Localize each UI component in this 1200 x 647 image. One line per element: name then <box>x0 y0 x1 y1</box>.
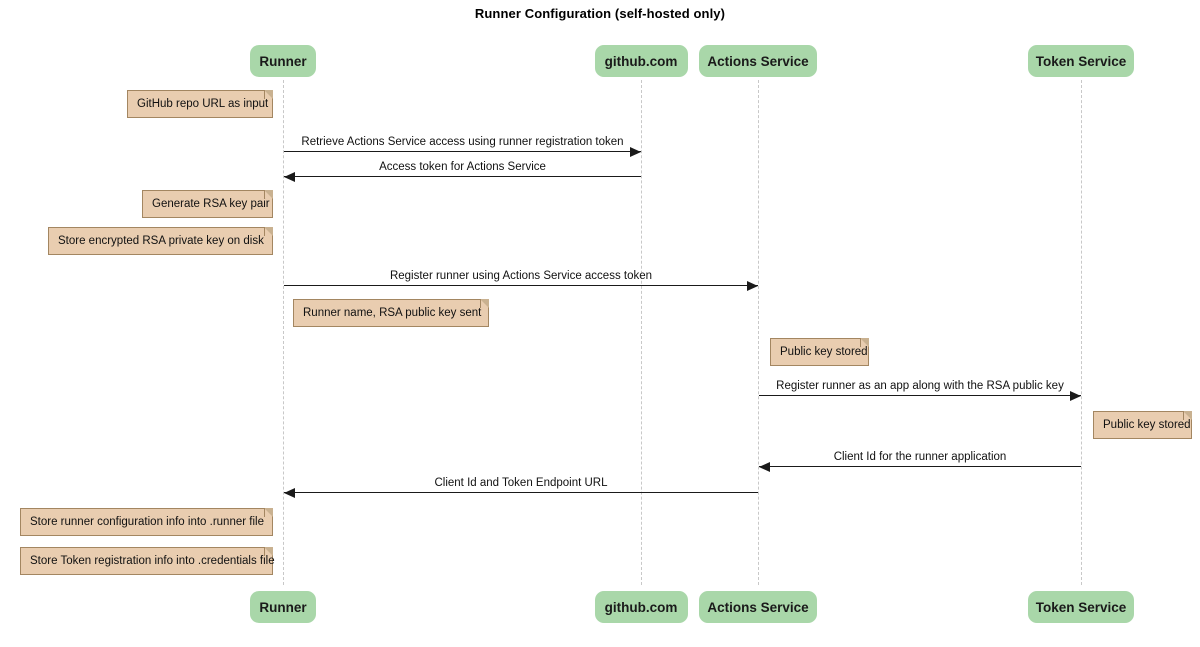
note-github-repo-url[interactable]: GitHub repo URL as input <box>127 90 273 118</box>
participant-actions-bottom[interactable]: Actions Service <box>699 591 817 623</box>
message-line <box>284 492 758 493</box>
participant-label: Runner <box>259 54 307 69</box>
note-fold-edge <box>264 190 273 199</box>
participant-label: github.com <box>604 54 678 69</box>
note-runner-name-pubkey[interactable]: Runner name, RSA public key sent <box>293 299 489 327</box>
participant-runner-top[interactable]: Runner <box>250 45 316 77</box>
arrowhead-left-icon <box>759 462 770 472</box>
note-text: Store Token registration info into .cred… <box>30 555 275 567</box>
note-fold-edge <box>264 547 273 556</box>
note-fold-edge <box>264 90 273 99</box>
participant-label: Token Service <box>1035 54 1127 69</box>
note-fold-corner-icon <box>264 190 273 199</box>
message-label: Access token for Actions Service <box>379 161 546 173</box>
participant-token-top[interactable]: Token Service <box>1028 45 1134 77</box>
note-generate-rsa[interactable]: Generate RSA key pair <box>142 190 273 218</box>
participant-token-bottom[interactable]: Token Service <box>1028 591 1134 623</box>
note-fold-edge <box>1183 411 1192 420</box>
note-text: Runner name, RSA public key sent <box>303 307 482 319</box>
diagram-title: Runner Configuration (self-hosted only) <box>474 6 726 21</box>
note-fold-edge <box>264 508 273 517</box>
note-fold-corner-icon <box>264 227 273 236</box>
note-fold-edge <box>480 299 489 308</box>
arrowhead-left-icon <box>284 172 295 182</box>
participant-github-top[interactable]: github.com <box>594 45 688 77</box>
lifeline-token <box>1081 80 1082 585</box>
note-public-key-stored-token[interactable]: Public key stored <box>1093 411 1192 439</box>
message-line <box>759 466 1081 467</box>
arrowhead-right-icon <box>747 281 758 291</box>
note-text: Public key stored <box>1103 419 1191 431</box>
note-text: GitHub repo URL as input <box>137 98 269 110</box>
note-fold-edge <box>264 227 273 236</box>
note-text: Public key stored <box>780 346 868 358</box>
message-line <box>284 285 758 286</box>
lifeline-runner <box>283 80 284 585</box>
participant-actions-top[interactable]: Actions Service <box>699 45 817 77</box>
lifeline-github <box>641 80 642 585</box>
message-label: Register runner using Actions Service ac… <box>389 270 653 282</box>
participant-label: Runner <box>259 600 307 615</box>
message-label: Register runner as an app along with the… <box>776 380 1064 392</box>
note-store-token-reg[interactable]: Store Token registration info into .cred… <box>20 547 275 575</box>
message-label: Client Id for the runner application <box>833 451 1007 463</box>
message-line <box>284 151 641 152</box>
message-label: Client Id and Token Endpoint URL <box>434 477 608 489</box>
note-text: Store runner configuration info into .ru… <box>30 516 264 528</box>
arrowhead-right-icon <box>630 147 641 157</box>
participant-label: github.com <box>604 600 678 615</box>
arrowhead-right-icon <box>1070 391 1081 401</box>
participant-runner-bottom[interactable]: Runner <box>250 591 316 623</box>
note-fold-edge <box>860 338 869 347</box>
note-fold-corner-icon <box>264 90 273 99</box>
participant-github-bottom[interactable]: github.com <box>594 591 688 623</box>
note-text: Generate RSA key pair <box>152 198 270 210</box>
note-public-key-stored-actions[interactable]: Public key stored <box>770 338 869 366</box>
lifeline-actions <box>758 80 759 585</box>
arrowhead-left-icon <box>284 488 295 498</box>
note-fold-corner-icon <box>264 508 273 517</box>
message-line <box>284 176 641 177</box>
note-text: Store encrypted RSA private key on disk <box>58 235 264 247</box>
note-store-private-key[interactable]: Store encrypted RSA private key on disk <box>48 227 273 255</box>
note-fold-corner-icon <box>1183 411 1192 420</box>
note-fold-corner-icon <box>264 547 273 556</box>
note-store-runner-config[interactable]: Store runner configuration info into .ru… <box>20 508 273 536</box>
note-fold-corner-icon <box>860 338 869 347</box>
participant-label: Actions Service <box>707 54 809 69</box>
participant-label: Token Service <box>1035 600 1127 615</box>
participant-label: Actions Service <box>707 600 809 615</box>
note-fold-corner-icon <box>480 299 489 308</box>
message-label: Retrieve Actions Service access using ru… <box>301 136 624 148</box>
message-line <box>759 395 1081 396</box>
